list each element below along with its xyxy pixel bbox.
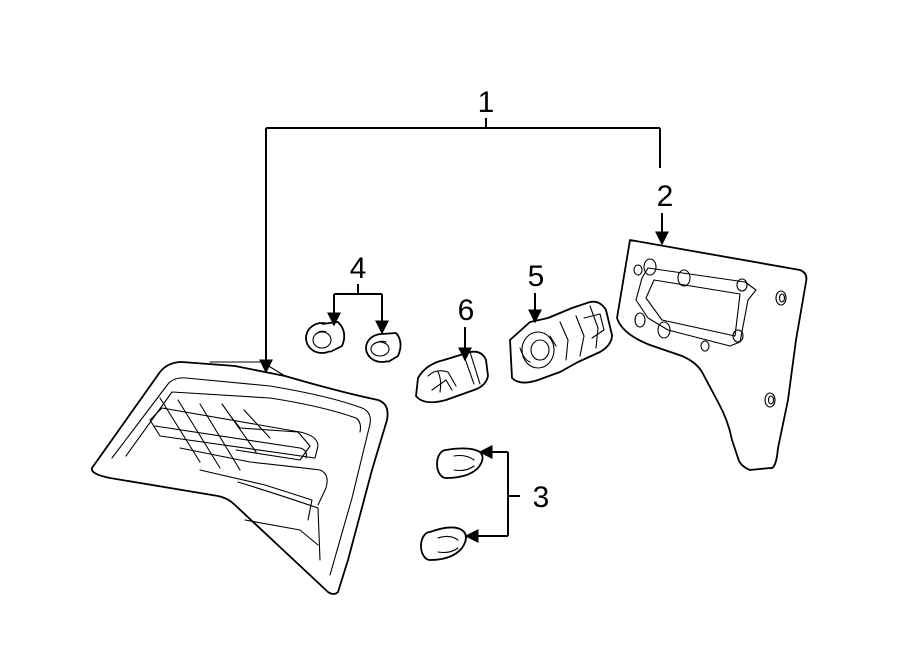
gasket-plate xyxy=(616,239,808,471)
callout-1: 1 xyxy=(478,86,495,119)
push-clip-lower xyxy=(420,526,467,561)
grommet-right xyxy=(365,332,402,363)
lamp-assembly xyxy=(90,361,389,595)
callout-2: 2 xyxy=(657,180,674,213)
bulb-socket xyxy=(509,300,613,384)
leader-lines xyxy=(259,118,669,543)
callout-3: 3 xyxy=(533,481,550,514)
grommet-left xyxy=(305,321,346,354)
callout-4: 4 xyxy=(350,252,367,285)
callout-5: 5 xyxy=(528,260,545,293)
bulb xyxy=(415,350,489,404)
push-clip-upper xyxy=(436,447,484,479)
callout-6: 6 xyxy=(458,294,475,327)
